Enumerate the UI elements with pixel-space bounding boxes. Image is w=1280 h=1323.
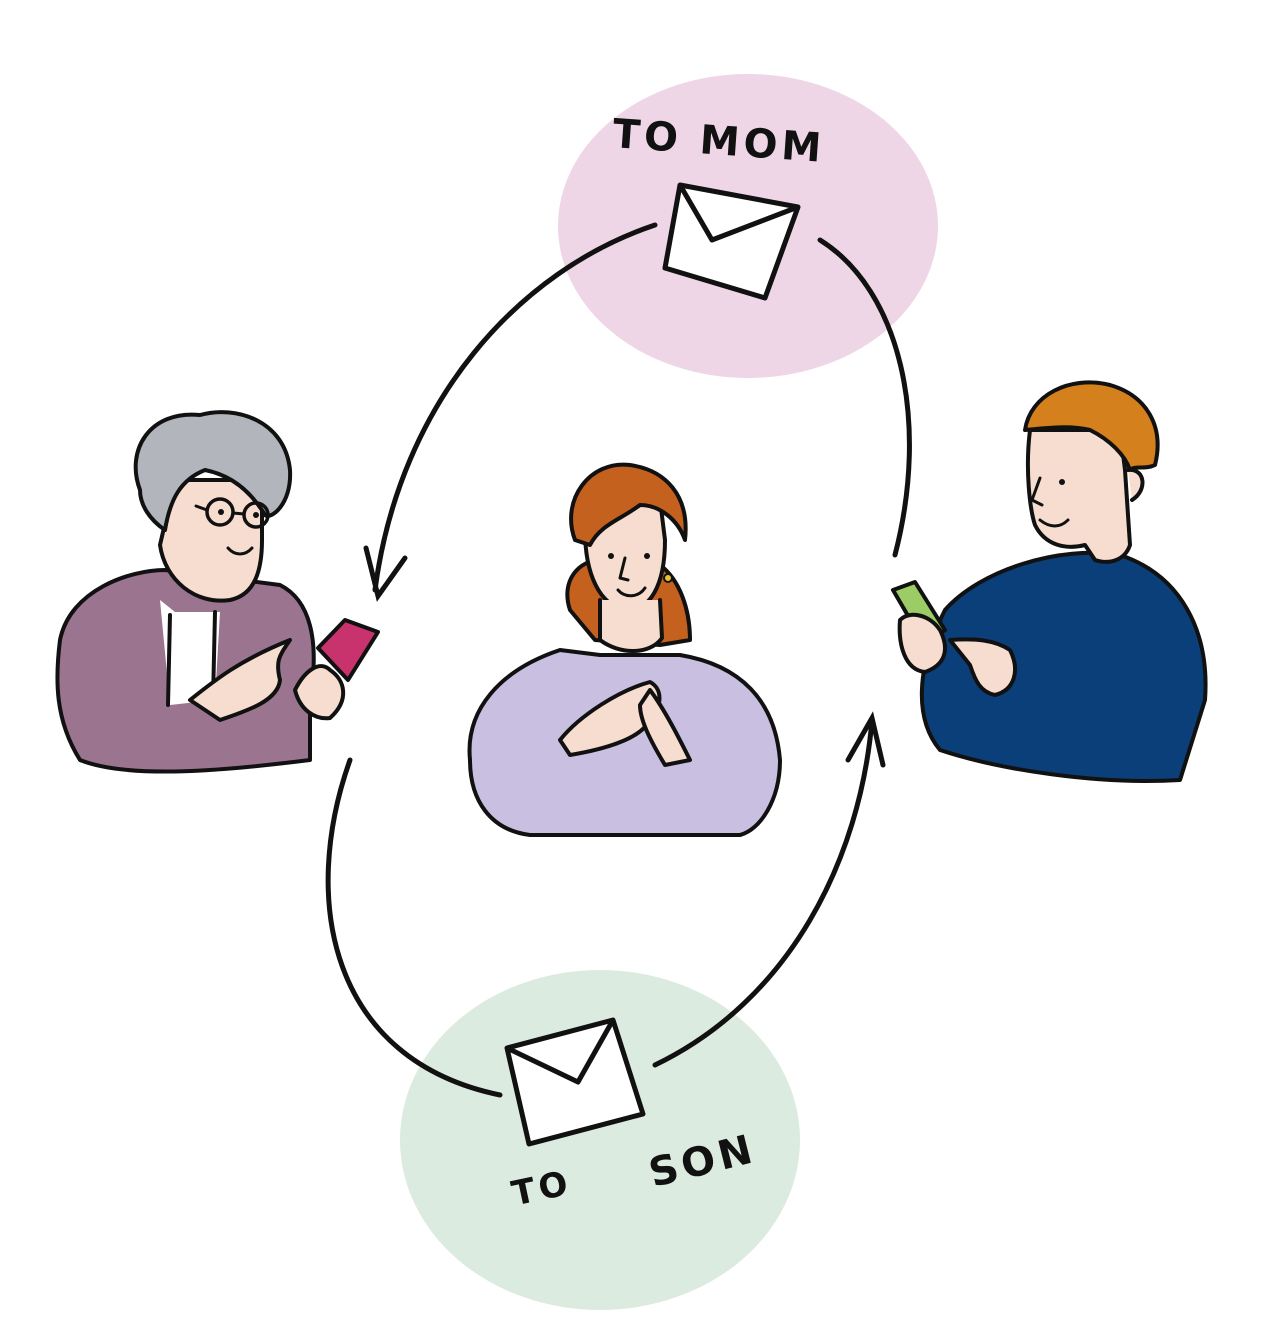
envelope-icon-to-mom (662, 182, 801, 301)
arrow-to-son (652, 711, 886, 1068)
mother-figure (467, 462, 782, 837)
grandmother-figure (55, 410, 380, 774)
arrow-from-son (817, 237, 912, 558)
arrow-to-grandmother (363, 222, 658, 602)
son-figure (891, 380, 1208, 783)
envelope-icon-to-son (504, 1017, 646, 1147)
arrow-from-grandmother (325, 757, 503, 1098)
to-son-bubble (400, 970, 800, 1310)
